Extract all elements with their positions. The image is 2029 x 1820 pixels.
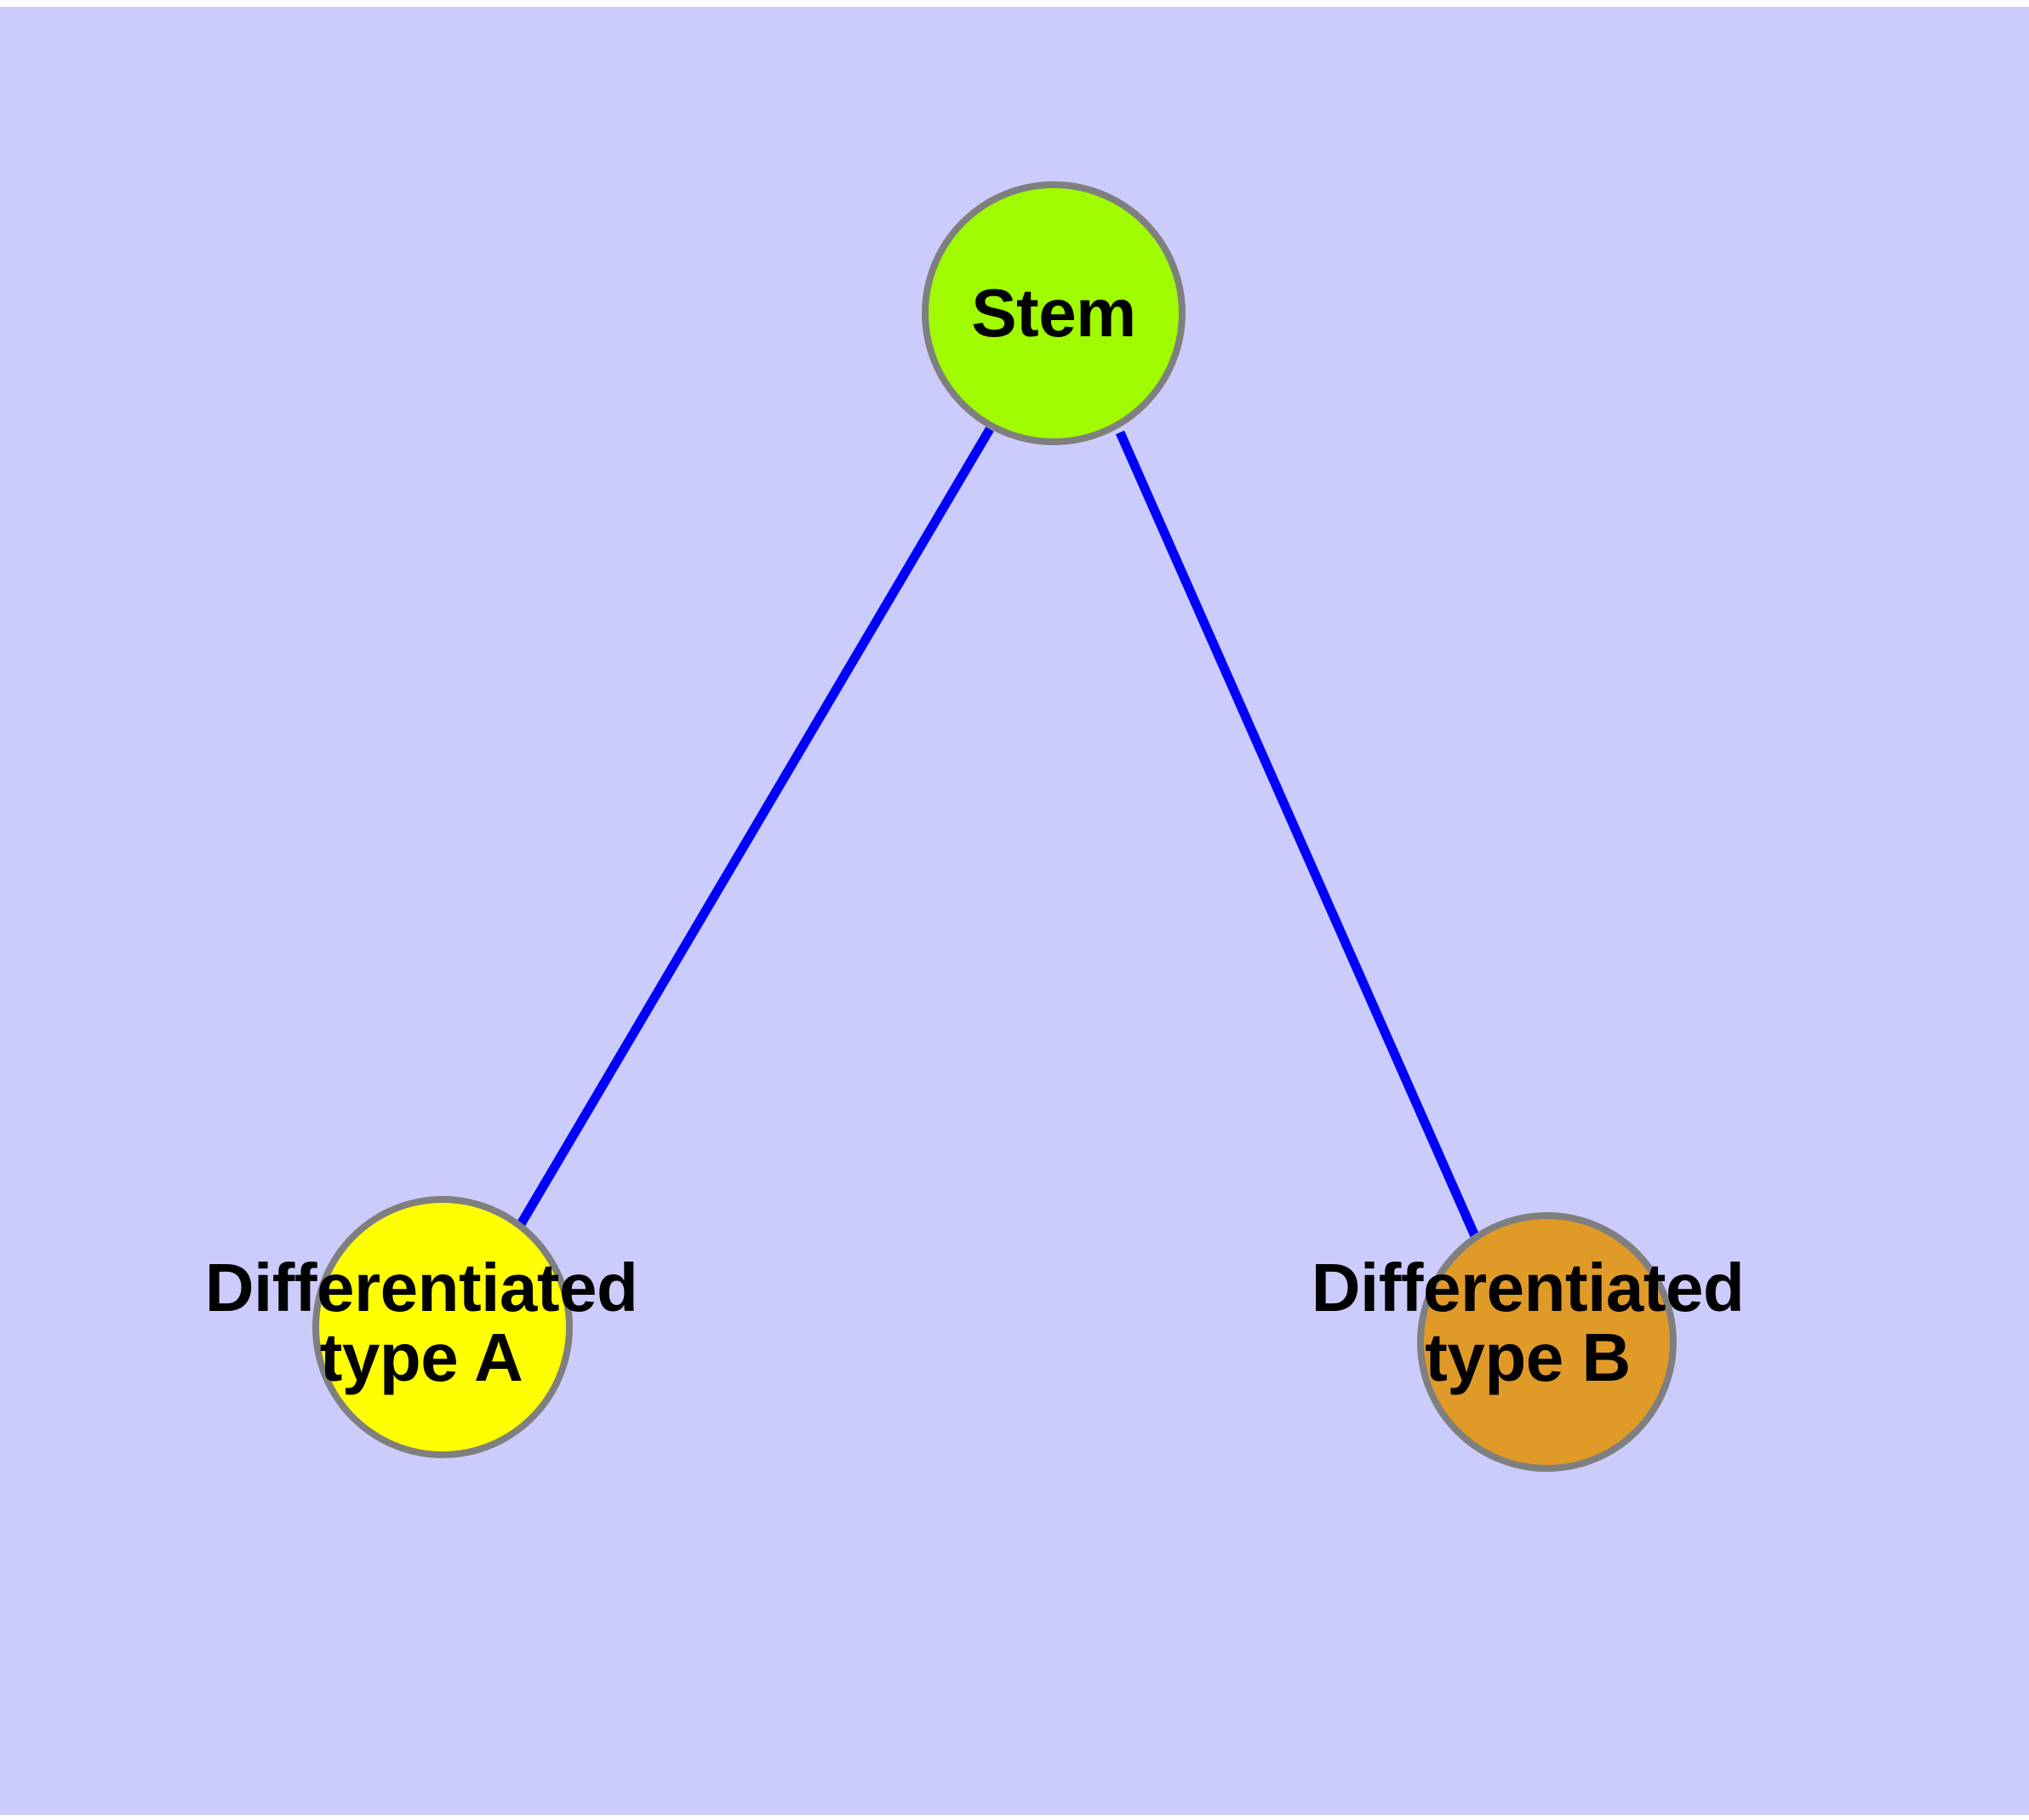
- node-differentiated-type-b[interactable]: [1417, 1212, 1677, 1472]
- node-differentiated-type-a[interactable]: [312, 1196, 573, 1458]
- node-stem-label: Stem: [971, 275, 1136, 352]
- node-stem[interactable]: Stem: [922, 181, 1186, 445]
- edge-stem-to-differentiated-type-a: [517, 426, 994, 1227]
- edge-stem-to-differentiated-type-b: [1115, 430, 1480, 1239]
